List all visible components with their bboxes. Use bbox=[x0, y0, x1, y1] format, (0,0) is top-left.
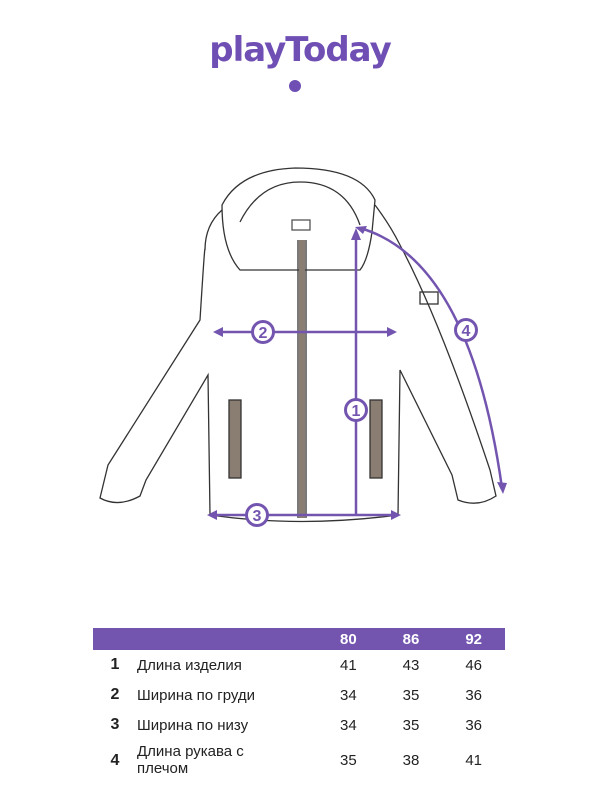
table-row: 4 Длина рукава с плечом 35 38 41 bbox=[93, 740, 505, 780]
table-cell: 3 bbox=[110, 716, 120, 733]
table-cell: 3 bbox=[253, 508, 262, 525]
marker-2: 2 bbox=[251, 320, 275, 344]
table-cell: 1 bbox=[110, 656, 120, 673]
jacket-diagram: 1 2 3 4 bbox=[99, 167, 507, 527]
table-row: 1 Длина изделия 41 43 46 bbox=[93, 650, 505, 680]
table-cell: 46 bbox=[465, 656, 482, 674]
table-cell: Ширина по низу bbox=[137, 716, 249, 734]
table-cell: 2 bbox=[110, 686, 120, 703]
marker-3: 3 bbox=[245, 503, 269, 527]
zipper bbox=[299, 240, 305, 518]
table-cell: 43 bbox=[402, 656, 420, 674]
table-cell: 35 bbox=[339, 751, 357, 769]
table-cell: 35 bbox=[402, 686, 420, 704]
brand-logo: playToday bbox=[209, 30, 392, 70]
table-cell: 4 bbox=[462, 323, 471, 340]
table-cell: 4 bbox=[110, 751, 120, 769]
table-cell: 1 bbox=[352, 403, 361, 420]
table-cell: 41 bbox=[465, 751, 482, 769]
table-row: 2 Ширина по груди 34 35 36 bbox=[93, 680, 505, 710]
table-cell: 34 bbox=[339, 716, 357, 734]
marker-1: 1 bbox=[344, 398, 368, 422]
size-86: 86 bbox=[402, 630, 420, 648]
logo-dot bbox=[289, 80, 301, 92]
jacket-outline bbox=[99, 167, 497, 523]
arrow-heads bbox=[207, 226, 507, 520]
size-header-row: 80 86 92 bbox=[93, 628, 505, 650]
table-cell: 38 bbox=[402, 751, 420, 769]
table-cell: 36 bbox=[465, 686, 482, 704]
measure-lines bbox=[212, 226, 504, 517]
table-cell: Длина изделия bbox=[137, 656, 242, 674]
table-cell: 35 bbox=[402, 716, 420, 734]
table-cell: 34 bbox=[339, 686, 357, 704]
marker-4: 4 bbox=[454, 318, 478, 342]
table-cell: 2 bbox=[259, 325, 268, 342]
size-92: 92 bbox=[465, 630, 482, 648]
table-row: 3 Ширина по низу 34 35 36 bbox=[93, 710, 505, 740]
size-80: 80 bbox=[339, 630, 357, 648]
table-cell: Ширина по груди bbox=[137, 686, 256, 704]
table-cell: Длина рукава с плечом bbox=[137, 743, 244, 777]
table-cell: 36 bbox=[465, 716, 482, 734]
table-cell: 41 bbox=[339, 656, 357, 674]
